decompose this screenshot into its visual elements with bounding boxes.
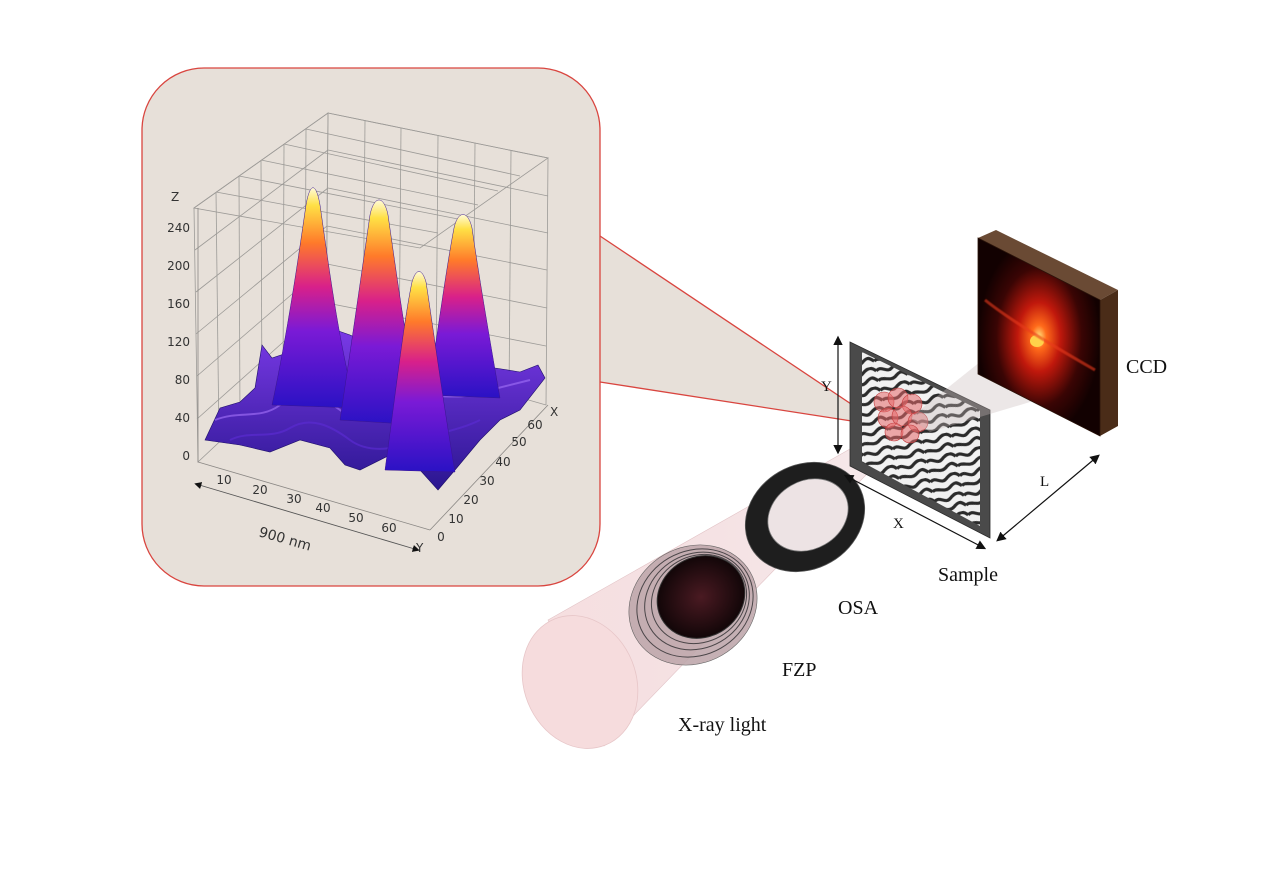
label-axis-l: L	[1040, 474, 1049, 490]
z-tick-200: 200	[167, 259, 190, 273]
y-tick-20: 20	[463, 493, 478, 507]
front-tick-20: 20	[252, 483, 267, 497]
label-fzp: FZP	[782, 659, 816, 681]
z-tick-160: 160	[167, 297, 190, 311]
probe-spots	[873, 387, 929, 444]
ccd-detector	[977, 230, 1118, 437]
z-tick-40: 40	[175, 411, 190, 425]
diffraction-streak	[984, 298, 1096, 372]
fzp-lens	[628, 544, 758, 666]
y-tick-40: 40	[495, 455, 510, 469]
plot-box-grid	[192, 112, 549, 463]
label-axis-x: X	[893, 516, 904, 532]
y-tick-60: 60	[527, 418, 542, 432]
y-tick-50: 50	[511, 435, 526, 449]
y-tick-30: 30	[479, 474, 494, 488]
beam-source-disk	[521, 615, 639, 749]
label-axis-y: Y	[821, 379, 832, 395]
surface-peak-3	[384, 271, 456, 473]
osa-aperture	[744, 461, 866, 573]
label-sample: Sample	[938, 564, 998, 586]
y-axis-title: Y	[415, 541, 424, 555]
label-ccd: CCD	[1126, 356, 1167, 378]
z-tick-120: 120	[167, 335, 190, 349]
front-tick-40: 40	[315, 501, 330, 515]
surface-peak-1	[271, 187, 357, 409]
z-ticks: 240 200 160 120 80 40 0	[167, 221, 190, 463]
scale-arrow	[194, 482, 420, 552]
x-axis-title: X	[550, 405, 558, 419]
y-tick-0: 0	[437, 530, 445, 544]
z-tick-0: 0	[182, 449, 190, 463]
front-tick-10: 10	[216, 473, 231, 487]
inset-surface-plot: Z 240 200 160 120 80 40 0 10 20 30 40 50…	[141, 67, 601, 587]
z-tick-80: 80	[175, 373, 190, 387]
z-axis-title: Z	[171, 190, 179, 204]
l-dimension-arrow	[996, 454, 1100, 542]
front-tick-60: 60	[381, 521, 396, 535]
label-xray-light: X-ray light	[678, 714, 767, 736]
front-tick-50: 50	[348, 511, 363, 525]
surface-peak-4	[427, 214, 501, 399]
y-tick-10: 10	[448, 512, 463, 526]
y-edge-ticks: 0 10 20 30 40 50 60	[437, 418, 542, 544]
front-tick-30: 30	[286, 492, 301, 506]
x-dimension-arrow	[843, 474, 987, 550]
z-tick-240: 240	[167, 221, 190, 235]
label-osa: OSA	[838, 597, 879, 619]
